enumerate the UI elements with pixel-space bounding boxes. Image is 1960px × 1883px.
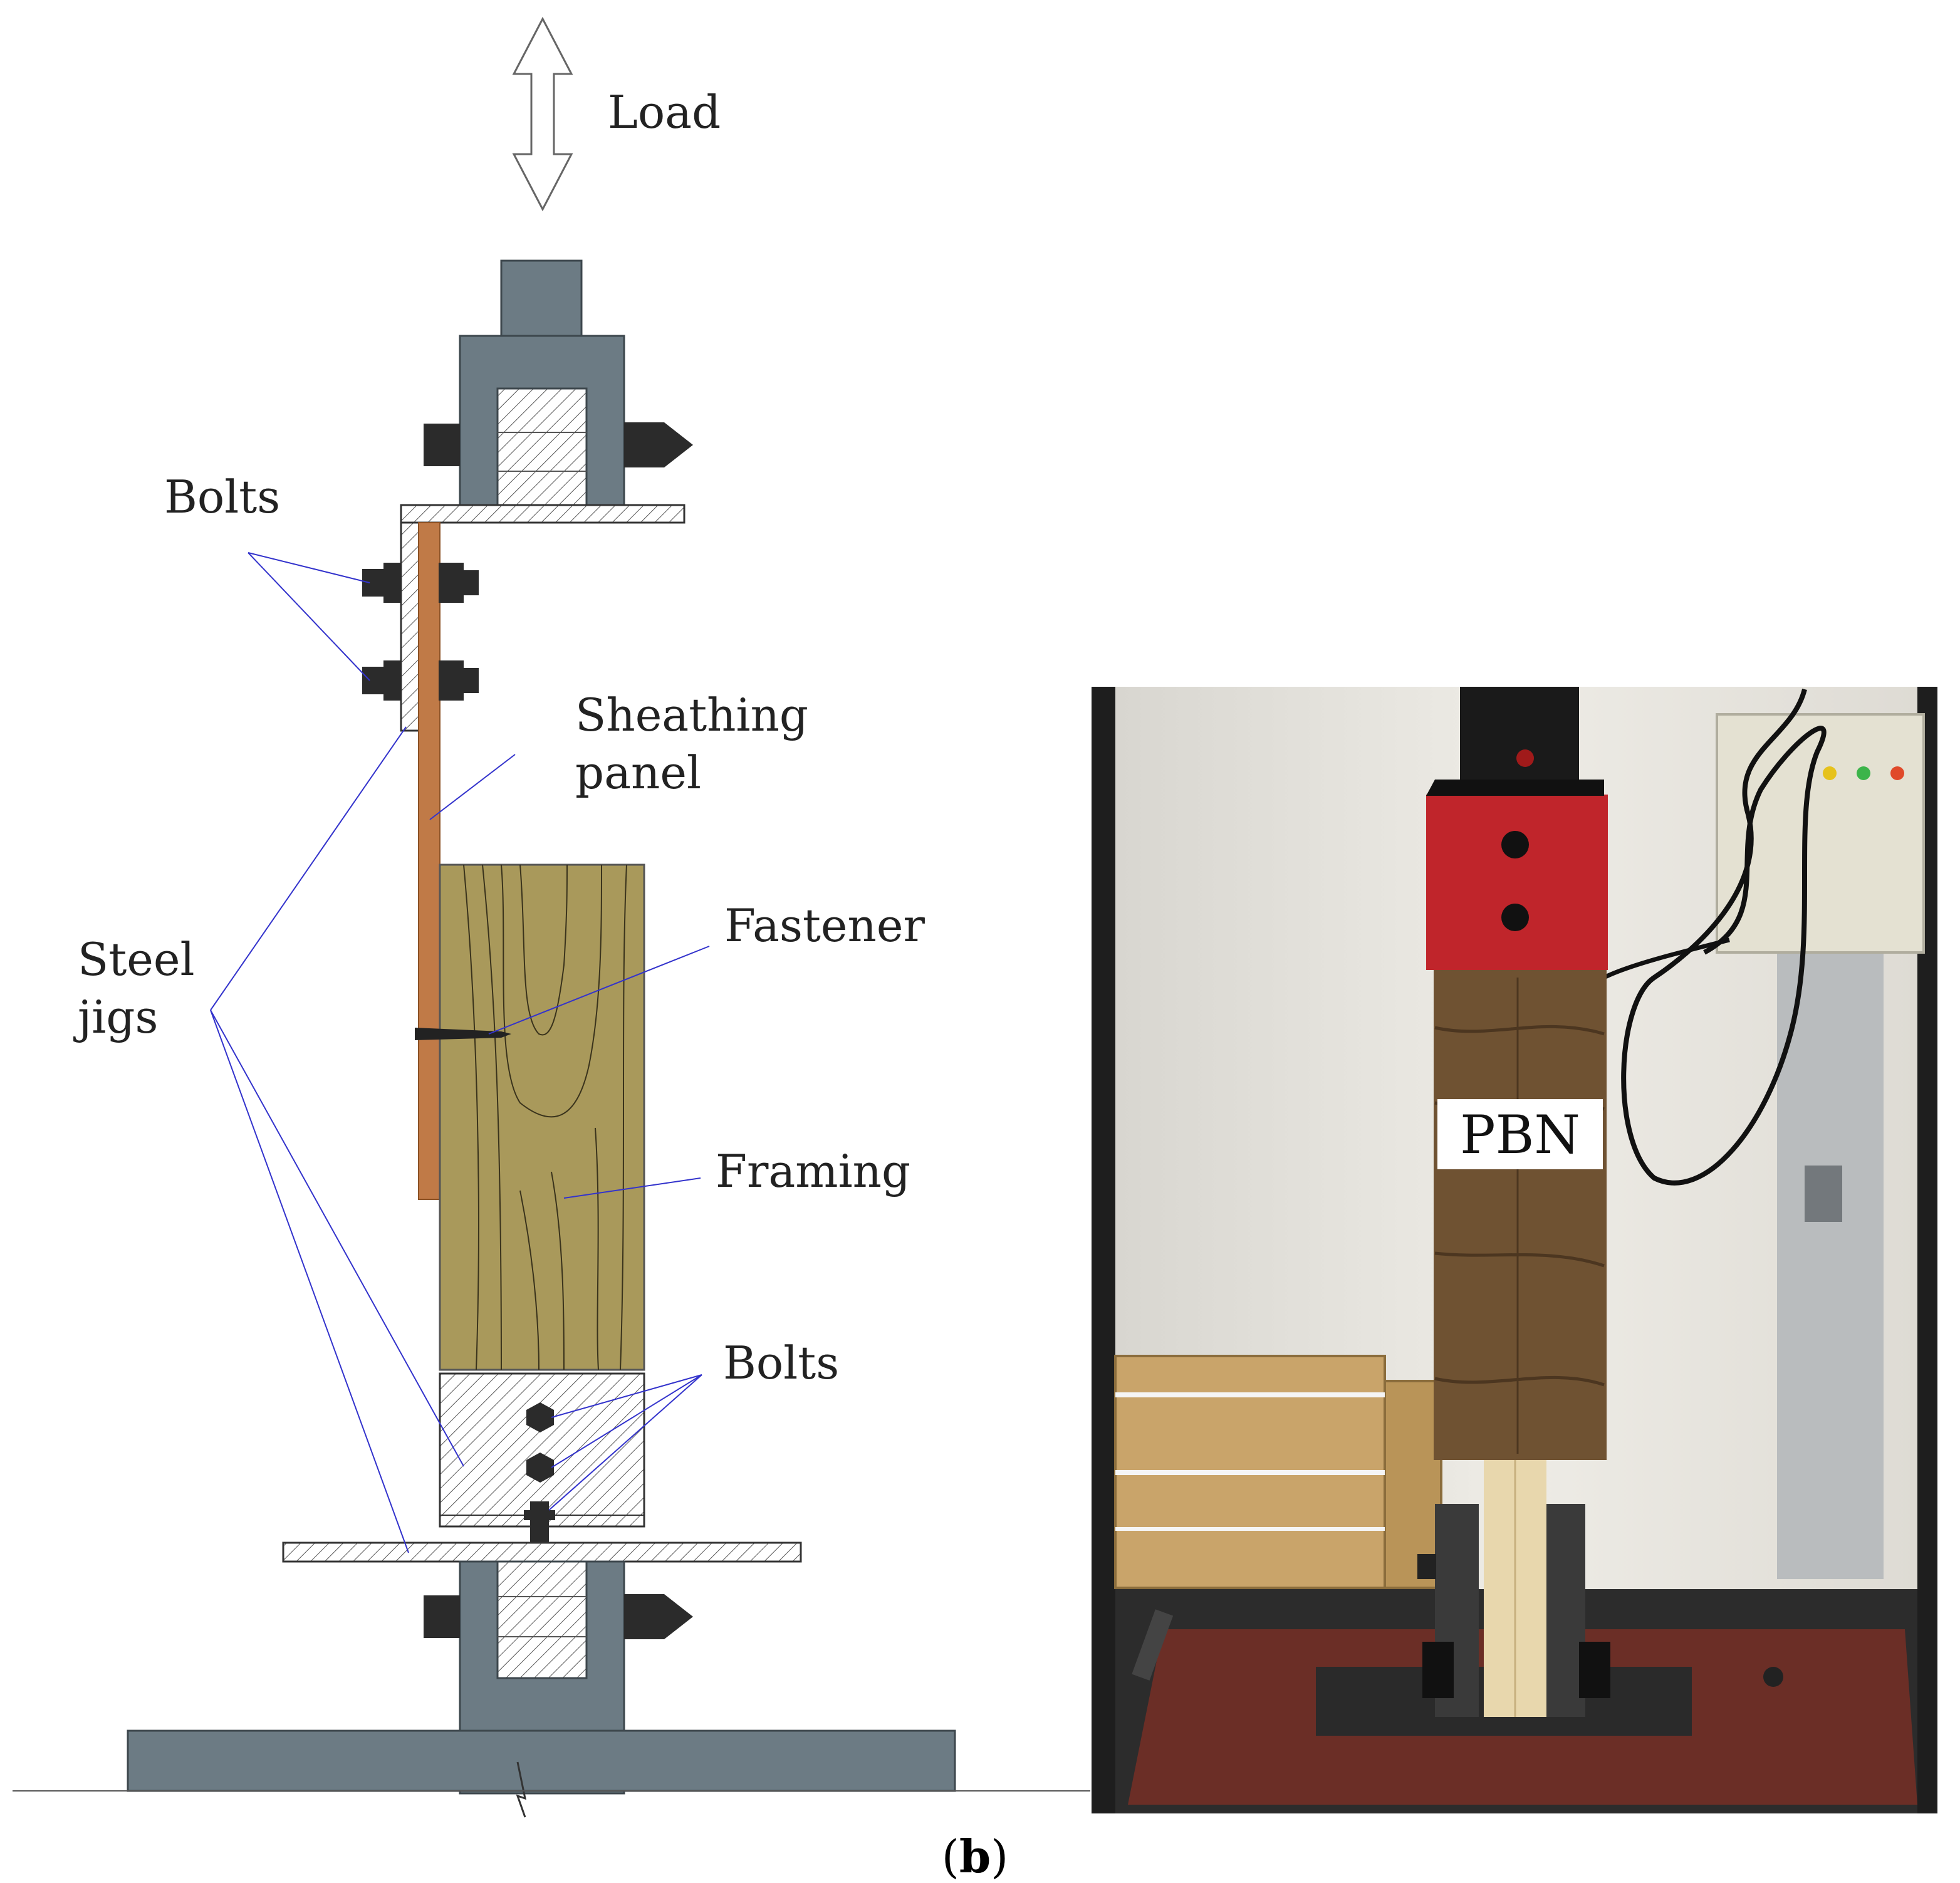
bottom-bolt-1	[526, 1402, 554, 1432]
sheathing-panel	[418, 522, 440, 1200]
bottom-pin-right	[624, 1594, 693, 1639]
label-bolts-top: Bolts	[164, 471, 280, 523]
label-bolts-bottom: Bolts	[723, 1337, 839, 1389]
top-bolt-2	[362, 660, 479, 701]
top-bolt-1	[362, 563, 479, 603]
fastener-nail	[415, 1028, 511, 1040]
photo-red-jig	[1426, 795, 1608, 970]
top-grip-insert	[496, 387, 588, 506]
caption-letter: b	[959, 1830, 991, 1883]
top-pin-left	[424, 424, 460, 466]
photo-tag-background	[1437, 1099, 1603, 1169]
label-load: Load	[608, 86, 721, 138]
bottom-pin-left	[424, 1595, 460, 1638]
specimen-photo: PBN	[1092, 687, 1937, 1813]
caption-close: )	[991, 1830, 1008, 1883]
leader-lines	[210, 552, 710, 1553]
top-jig-plate	[400, 504, 685, 524]
wood-grain	[463, 864, 627, 1370]
figure-caption: (b)	[942, 1830, 1009, 1883]
bottom-jig-block	[439, 1372, 645, 1528]
label-steel-2: jigs	[73, 991, 158, 1043]
photo-box-2	[1384, 1380, 1442, 1589]
photo-tag-pbn: PBN	[1460, 1104, 1580, 1166]
label-sheathing-2: panel	[575, 746, 701, 799]
svg-text:(b): (b)	[942, 1830, 1009, 1883]
framing-block	[439, 863, 645, 1371]
label-fastener: Fastener	[724, 899, 925, 952]
photo-specimen	[1434, 965, 1607, 1460]
bottom-bolt-2	[526, 1453, 554, 1483]
schematic: Load Bolts Sheathing panel Fastener Stee…	[13, 16, 1090, 1818]
label-framing: Framing	[716, 1145, 910, 1197]
label-steel-1: Steel	[78, 933, 195, 986]
base-flange	[127, 1729, 956, 1792]
caption-open: (	[942, 1830, 959, 1883]
label-sheathing-1: Sheathing	[575, 689, 808, 741]
bottom-jig-plate	[282, 1541, 802, 1563]
top-grip-stem	[500, 259, 583, 340]
load-arrow	[512, 16, 573, 212]
top-pin-right	[624, 422, 693, 467]
bottom-grip-insert	[496, 1560, 588, 1679]
photo-actuator	[1460, 687, 1579, 780]
